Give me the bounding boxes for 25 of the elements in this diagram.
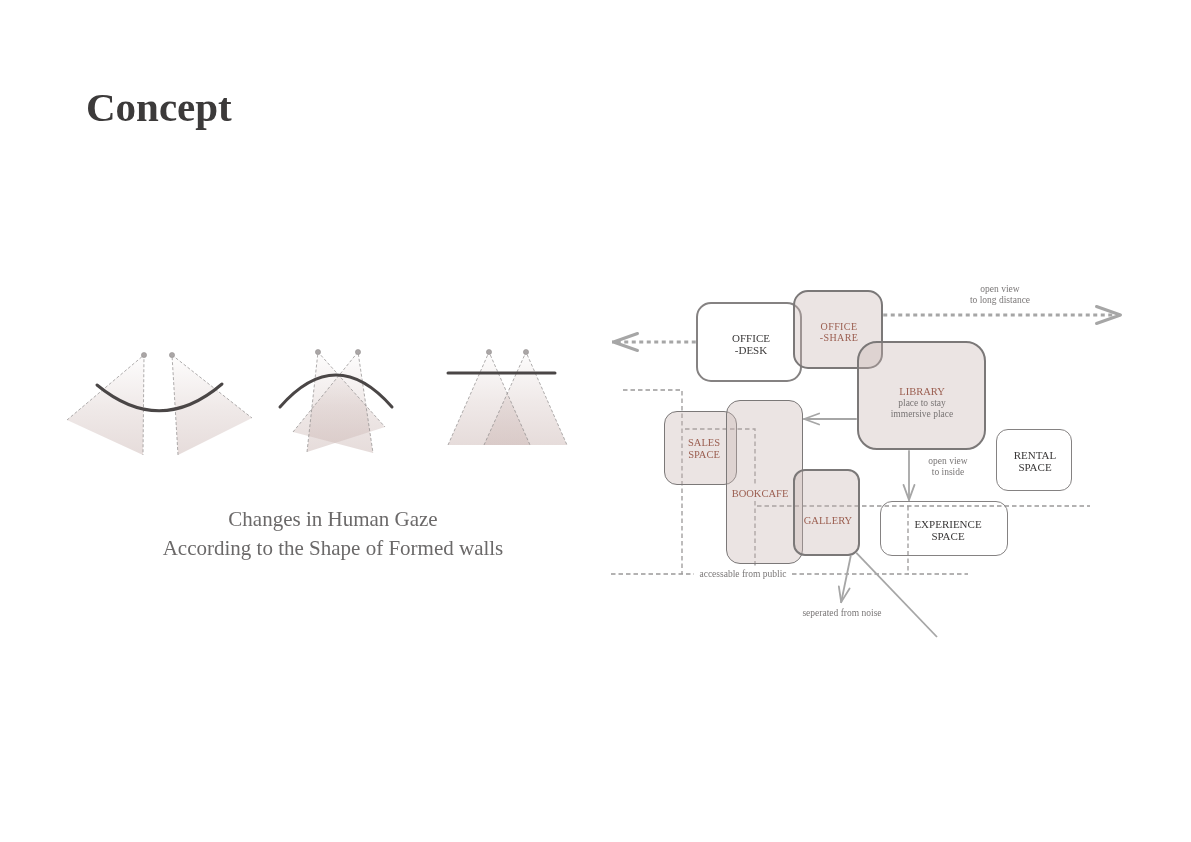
space-description: place to stay immersive place — [889, 397, 955, 420]
arrow — [612, 332, 696, 352]
arrow — [837, 554, 852, 604]
arrow — [802, 412, 858, 426]
connector-line — [855, 551, 938, 638]
edge-label: open view to inside — [925, 456, 971, 478]
space-box — [726, 400, 803, 564]
space-label: OFFICE -SHARE — [819, 320, 859, 344]
figure-caption: Changes in Human Gaze According to the Shape of Formed walls — [161, 506, 505, 562]
space-label: LIBRARY — [898, 386, 946, 398]
space-box — [696, 302, 802, 382]
space-label: SALES SPACE — [686, 437, 722, 461]
space-box — [880, 501, 1008, 556]
space-box — [793, 469, 860, 556]
space-label: RENTAL SPACE — [1012, 448, 1058, 474]
space-box — [793, 290, 883, 369]
arrow — [883, 305, 1122, 325]
space-label: EXPERIENCE SPACE — [913, 517, 983, 543]
space-label: OFFICE -DESK — [731, 331, 771, 357]
arrow — [902, 449, 916, 502]
space-box — [996, 429, 1072, 491]
space-box — [857, 341, 986, 450]
space-label: BOOKCAFE — [730, 488, 790, 500]
page-title: Concept — [86, 87, 232, 128]
space-label: GALLERY — [802, 515, 854, 527]
